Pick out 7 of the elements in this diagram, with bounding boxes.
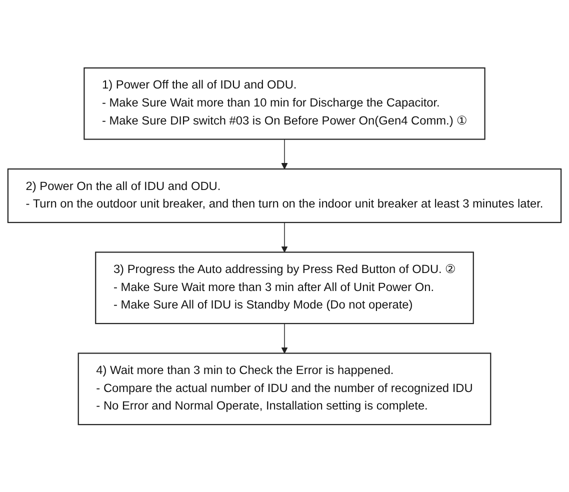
arrow [281,138,288,170]
node-box: 1) Power Off the all of IDU and ODU. - Make Sure Wait more than 10 min for Discharge the Capacitor. - Make Sure DIP switch #03 is On Before Power On(Gen4 Comm.) ① [84,67,486,140]
arrow [281,322,288,354]
arrow [281,222,288,252]
node-box: 2) Power On the all of IDU and ODU. - Turn on the outdoor unit breaker, and then turn on the indoor unit breaker at least 3 minutes later. [7,168,562,223]
node-box: 4) Wait more than 3 min to Check the Error is happened. - Compare the actual number of IDU and the number of recognized IDU - No Error and Normal Operate, Installation setting is complete. [78,352,492,425]
node-box: 3) Progress the Auto addressing by Press Red Button of ODU. ② - Make Sure Wait more than 3 min after All of Unit Power On. - Make Sure All of IDU is Standby Mode (Do not operate) [95,251,474,324]
